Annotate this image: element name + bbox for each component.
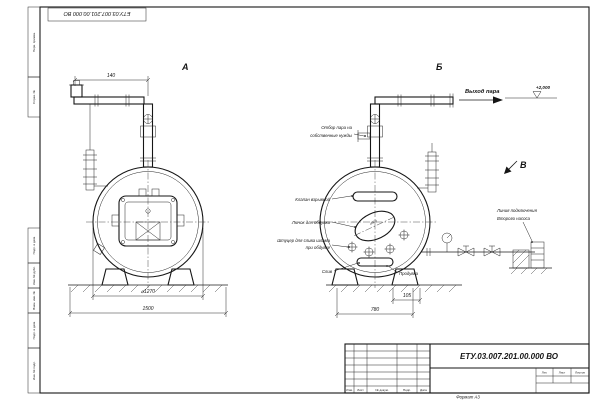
ground-b	[326, 284, 462, 293]
manhole-dia-text: ⌀500	[369, 219, 378, 226]
title-block: ЕТУ.03.007.201.00.000 ВО Изм. Лист № док…	[344, 343, 590, 394]
pump-line-line1: Линия подключения	[496, 208, 538, 213]
top-stamp-number: ЕТУ.03.007.201.00.000 ВО	[63, 10, 131, 16]
margin-label: Инв. № дубл.	[32, 266, 36, 285]
view-a: А	[67, 62, 229, 317]
elevation-mark: +2,000	[505, 85, 557, 99]
dimension-780: 780	[334, 288, 416, 318]
sheet-frame	[39, 6, 590, 394]
col-ndoc: № докум.	[375, 388, 388, 392]
list-label: Лист	[559, 371, 566, 375]
col-list: Лист	[357, 388, 364, 392]
annotation-steam-tap: Отбор пара на собственные нужды	[310, 125, 366, 138]
margin-label: Взам. инв. №	[32, 290, 36, 309]
steam-tap-line2: собственные нужды	[310, 133, 353, 138]
shell-fittings	[346, 229, 410, 267]
margin-label: Справ. №	[32, 89, 36, 103]
margin-label: Инв. № подл.	[32, 361, 36, 380]
view-v-arrow: В	[504, 160, 527, 174]
dimension-overall-1500: 1500	[67, 287, 229, 317]
dimension-diameter-1270: ⌀1270	[90, 228, 206, 300]
view-v-label: В	[520, 160, 527, 170]
furnace-door	[111, 188, 185, 247]
annotation-drain: Слив	[322, 262, 360, 274]
manhole-ellipse: ⌀500	[354, 210, 396, 242]
dim-1500-text: 1500	[142, 306, 153, 312]
dim-140-text: 140	[107, 73, 116, 79]
second-pump	[509, 241, 552, 275]
dim-105-text: 105	[403, 293, 412, 299]
top-stamp: ЕТУ.03.007.201.00.000 ВО	[47, 7, 147, 22]
dim-780-text: 780	[371, 307, 380, 313]
blowdown-label: Продувка	[399, 271, 419, 276]
steam-pipe-b	[357, 93, 454, 168]
water-level-gauge-b	[417, 143, 439, 193]
view-b-label: Б	[436, 62, 443, 72]
col-data: Дата	[420, 388, 427, 392]
format-label: Формат А3	[456, 395, 480, 400]
steam-pipe-a	[69, 80, 156, 168]
view-b: Б ⌀500	[277, 62, 557, 318]
water-level-gauge-a	[83, 104, 108, 255]
col-podp: Подп.	[403, 388, 411, 392]
pump-line-line2: Второго насоса	[497, 216, 531, 221]
lit-label: Лит.	[542, 371, 548, 375]
margin-boxes: Перв. примен. Справ. № Подп. и дата Инв.…	[27, 6, 41, 394]
annotation-blow-hatch: Лючок для обдувки	[291, 220, 356, 228]
margin-label: Перв. примен.	[32, 32, 36, 52]
view-a-label: А	[181, 62, 189, 72]
steam-tap-line1: Отбор пара на	[321, 125, 352, 130]
dimension-top-140: 140	[72, 73, 151, 96]
feed-piping	[421, 232, 535, 257]
dimension-105: 105	[390, 288, 423, 304]
blow-hatch-label: Лючок для обдувки	[291, 220, 331, 225]
elevation-text: +2,000	[536, 85, 551, 90]
margin-label: Подп. и дата	[32, 321, 36, 339]
annotation-explosive-valve: Клапан взрывной	[295, 195, 353, 202]
col-izm: Изм.	[346, 388, 353, 392]
margin-label: Подп. и дата	[32, 236, 36, 254]
drain-label: Слив	[322, 269, 333, 274]
explosive-valve-slot	[352, 191, 398, 202]
boiler-shell-a	[86, 160, 210, 288]
ground-a	[68, 284, 228, 293]
title-block-doc-number: ЕТУ.03.007.201.00.000 ВО	[460, 352, 559, 361]
annotation-pump-line: Линия подключения Второго насоса	[496, 208, 538, 243]
steam-outlet-label: Выход пара	[465, 89, 500, 95]
dim-1270-text: ⌀1270	[141, 289, 155, 295]
sludge-fitting-line2: при обдувке	[306, 245, 331, 250]
sludge-fitting-line1: Штуцер для слива шлама	[277, 238, 330, 243]
steam-outlet-arrow: Выход пара	[459, 89, 503, 104]
explosive-valve-label: Клапан взрывной	[295, 197, 330, 202]
listov-label: Листов	[575, 371, 585, 375]
annotation-sludge-fitting: Штуцер для слива шлама при обдувке	[277, 238, 350, 250]
